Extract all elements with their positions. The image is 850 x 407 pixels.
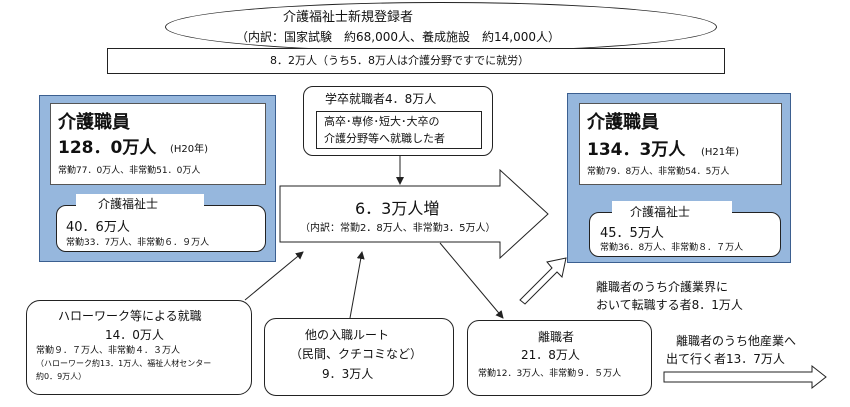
registration-ellipse: [165, 2, 717, 52]
other-route-line2: （民間、クチコミなど）: [290, 347, 423, 361]
hellowork-box: [26, 300, 252, 395]
registration-breakdown: （内訳：国家試験 約68,000人、養成施設 約14,000人）: [236, 30, 560, 44]
right-care-worker-count: 45．5万人: [600, 226, 664, 241]
left-care-worker-detail: 常勤33．7万人、非常勤６．９万人: [66, 238, 210, 248]
right-staff-title: 介護職員: [587, 112, 659, 133]
hellowork-detail3: 約0．9万人）: [36, 372, 87, 381]
left-care-worker-tab: [76, 194, 204, 212]
other-route-count: 9．3万人: [322, 367, 374, 381]
leavers-title: 離職者: [538, 330, 575, 344]
increase-detail: （内訳：常勤2．8万人、非常勤3．5万人）: [300, 223, 496, 234]
leavers-count: 21．8万人: [521, 348, 580, 362]
other-industry-line2: 出て行く者13．7万人: [666, 352, 785, 366]
leavers-detail: 常勤12．3万人、非常勤９．５万人: [478, 369, 622, 379]
graduates-title: 学卒就職者4．8万人: [325, 92, 437, 106]
hellowork-count: 14．0万人: [105, 328, 164, 342]
right-care-worker-tab: [612, 201, 732, 219]
left-staff-year: (H20年): [170, 144, 209, 155]
hellowork-arrow: [244, 251, 304, 301]
leavers-box: [467, 320, 652, 396]
graduates-line2: 介護分野等へ就職した者: [324, 132, 445, 145]
graduates-line1: 高卒･専修･短大･大卒の: [324, 115, 440, 128]
other-route-box: [264, 318, 454, 396]
registration-title: 介護福祉士新規登録者: [283, 10, 414, 25]
right-staff-year: (H21年): [701, 147, 740, 158]
transfer-note-line2: おいて転職する者8．1万人: [596, 298, 743, 312]
right-care-worker-title: 介護福祉士: [630, 205, 691, 219]
left-staff-detail: 常勤77．0万人、非常勤51．0万人: [58, 166, 201, 176]
leavers-arrow: [439, 242, 504, 319]
right-staff-detail: 常勤79．8万人、非常勤54．5万人: [587, 167, 730, 177]
growth-arrow: [279, 168, 549, 260]
registration-total: 8．2万人（うち5．8万人は介護分野ですでに就労）: [270, 54, 530, 67]
other-industry-line1: 離職者のうち他産業へ: [676, 334, 797, 348]
transfer-hollow-arrow: [519, 257, 567, 305]
right-staff-count: 134．3万人: [587, 140, 686, 160]
hellowork-detail2: （ハローワーク約13．1万人、福祉人材センター: [36, 359, 212, 368]
graduates-inner-box: [316, 111, 482, 149]
increase-main: 6．3万人増: [355, 199, 440, 218]
hellowork-title: ハローワーク等による就職: [58, 309, 202, 323]
other-route-arrow: [349, 251, 365, 319]
right-care-worker-detail: 常勤36．8万人、非常勤８．７万人: [600, 243, 744, 253]
other-route-line1: 他の入職ルート: [305, 328, 390, 342]
hellowork-detail1: 常勤９．７万人、非常勤４．３万人: [36, 346, 181, 356]
left-care-worker-count: 40．6万人: [66, 220, 130, 235]
other-industry-hollow-arrow: [663, 364, 827, 390]
left-staff-count: 128．0万人: [58, 138, 157, 158]
transfer-note-line1: 離職者のうち介護業界に: [596, 280, 729, 294]
left-staff-inner: [50, 103, 266, 185]
registration-total-box: [107, 48, 725, 74]
right-staff-inner: [579, 103, 782, 185]
left-care-worker-title: 介護福祉士: [98, 197, 159, 211]
left-staff-title: 介護職員: [58, 112, 130, 133]
